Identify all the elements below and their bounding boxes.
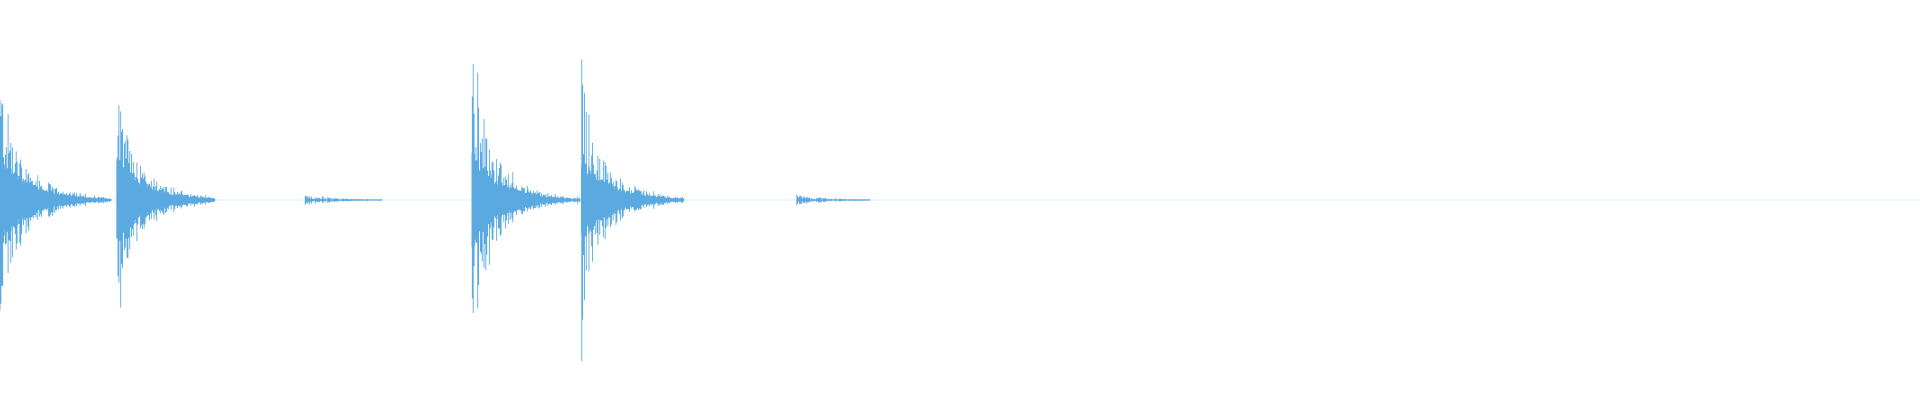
waveform-burst-hit-2 — [116, 105, 216, 308]
waveform-burst-hit-1 — [0, 100, 112, 311]
waveform-burst-ghost-2 — [796, 194, 871, 206]
waveform-core — [116, 161, 216, 239]
waveform-burst-hit-3 — [471, 64, 581, 313]
waveform-burst-ghost-1 — [304, 195, 383, 205]
waveform-core — [0, 156, 112, 244]
waveform-core — [471, 153, 581, 247]
waveform-trace — [304, 195, 383, 205]
waveform-bursts — [0, 59, 871, 362]
waveform-burst-hit-4 — [580, 59, 685, 362]
waveform-trace — [796, 194, 871, 206]
waveform-core — [580, 159, 685, 241]
